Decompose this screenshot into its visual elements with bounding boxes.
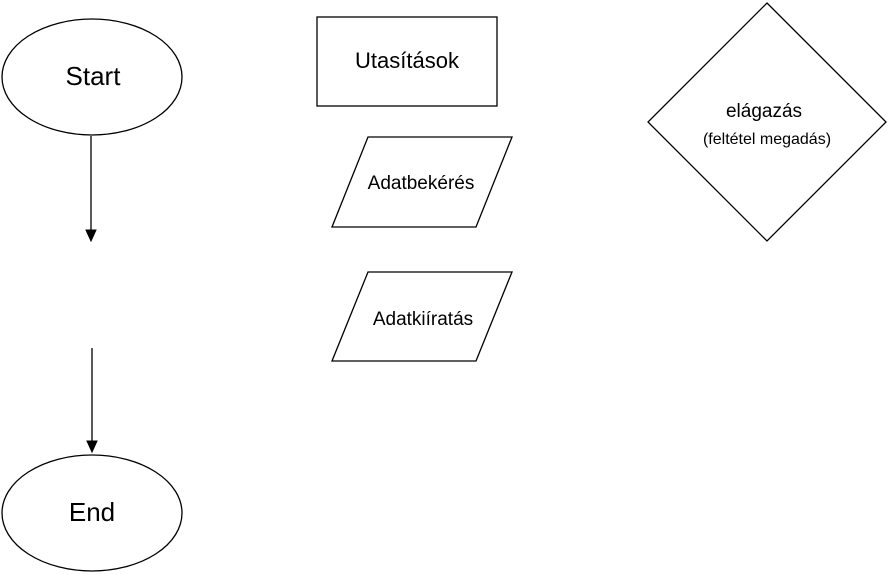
end-node: End (1, 454, 183, 572)
start-arrow-head (85, 229, 97, 243)
input-label: Adatbekérés (368, 173, 475, 194)
instructions-rect (316, 16, 498, 107)
input-node: Adatbekérés (331, 136, 513, 228)
decision-node: elágazás (feltétel megadás) (647, 2, 887, 242)
start-label: Start (66, 61, 122, 91)
start-arrow (85, 136, 97, 243)
decision-sublabel: (feltétel megadás) (703, 131, 831, 148)
instructions-label: Utasítások (355, 48, 460, 73)
end-label: End (69, 497, 115, 527)
end-ellipse (1, 454, 183, 572)
start-ellipse (1, 18, 183, 136)
output-parallelogram (331, 271, 513, 362)
end-arrow-head (86, 440, 98, 454)
output-label: Adatkiíratás (373, 309, 473, 330)
instructions-node: Utasítások (316, 16, 498, 107)
decision-diamond (647, 2, 887, 242)
end-arrow (86, 348, 98, 454)
start-node: Start (1, 18, 183, 136)
decision-label: elágazás (726, 101, 802, 122)
output-node: Adatkiíratás (331, 271, 513, 362)
input-parallelogram (331, 136, 513, 228)
